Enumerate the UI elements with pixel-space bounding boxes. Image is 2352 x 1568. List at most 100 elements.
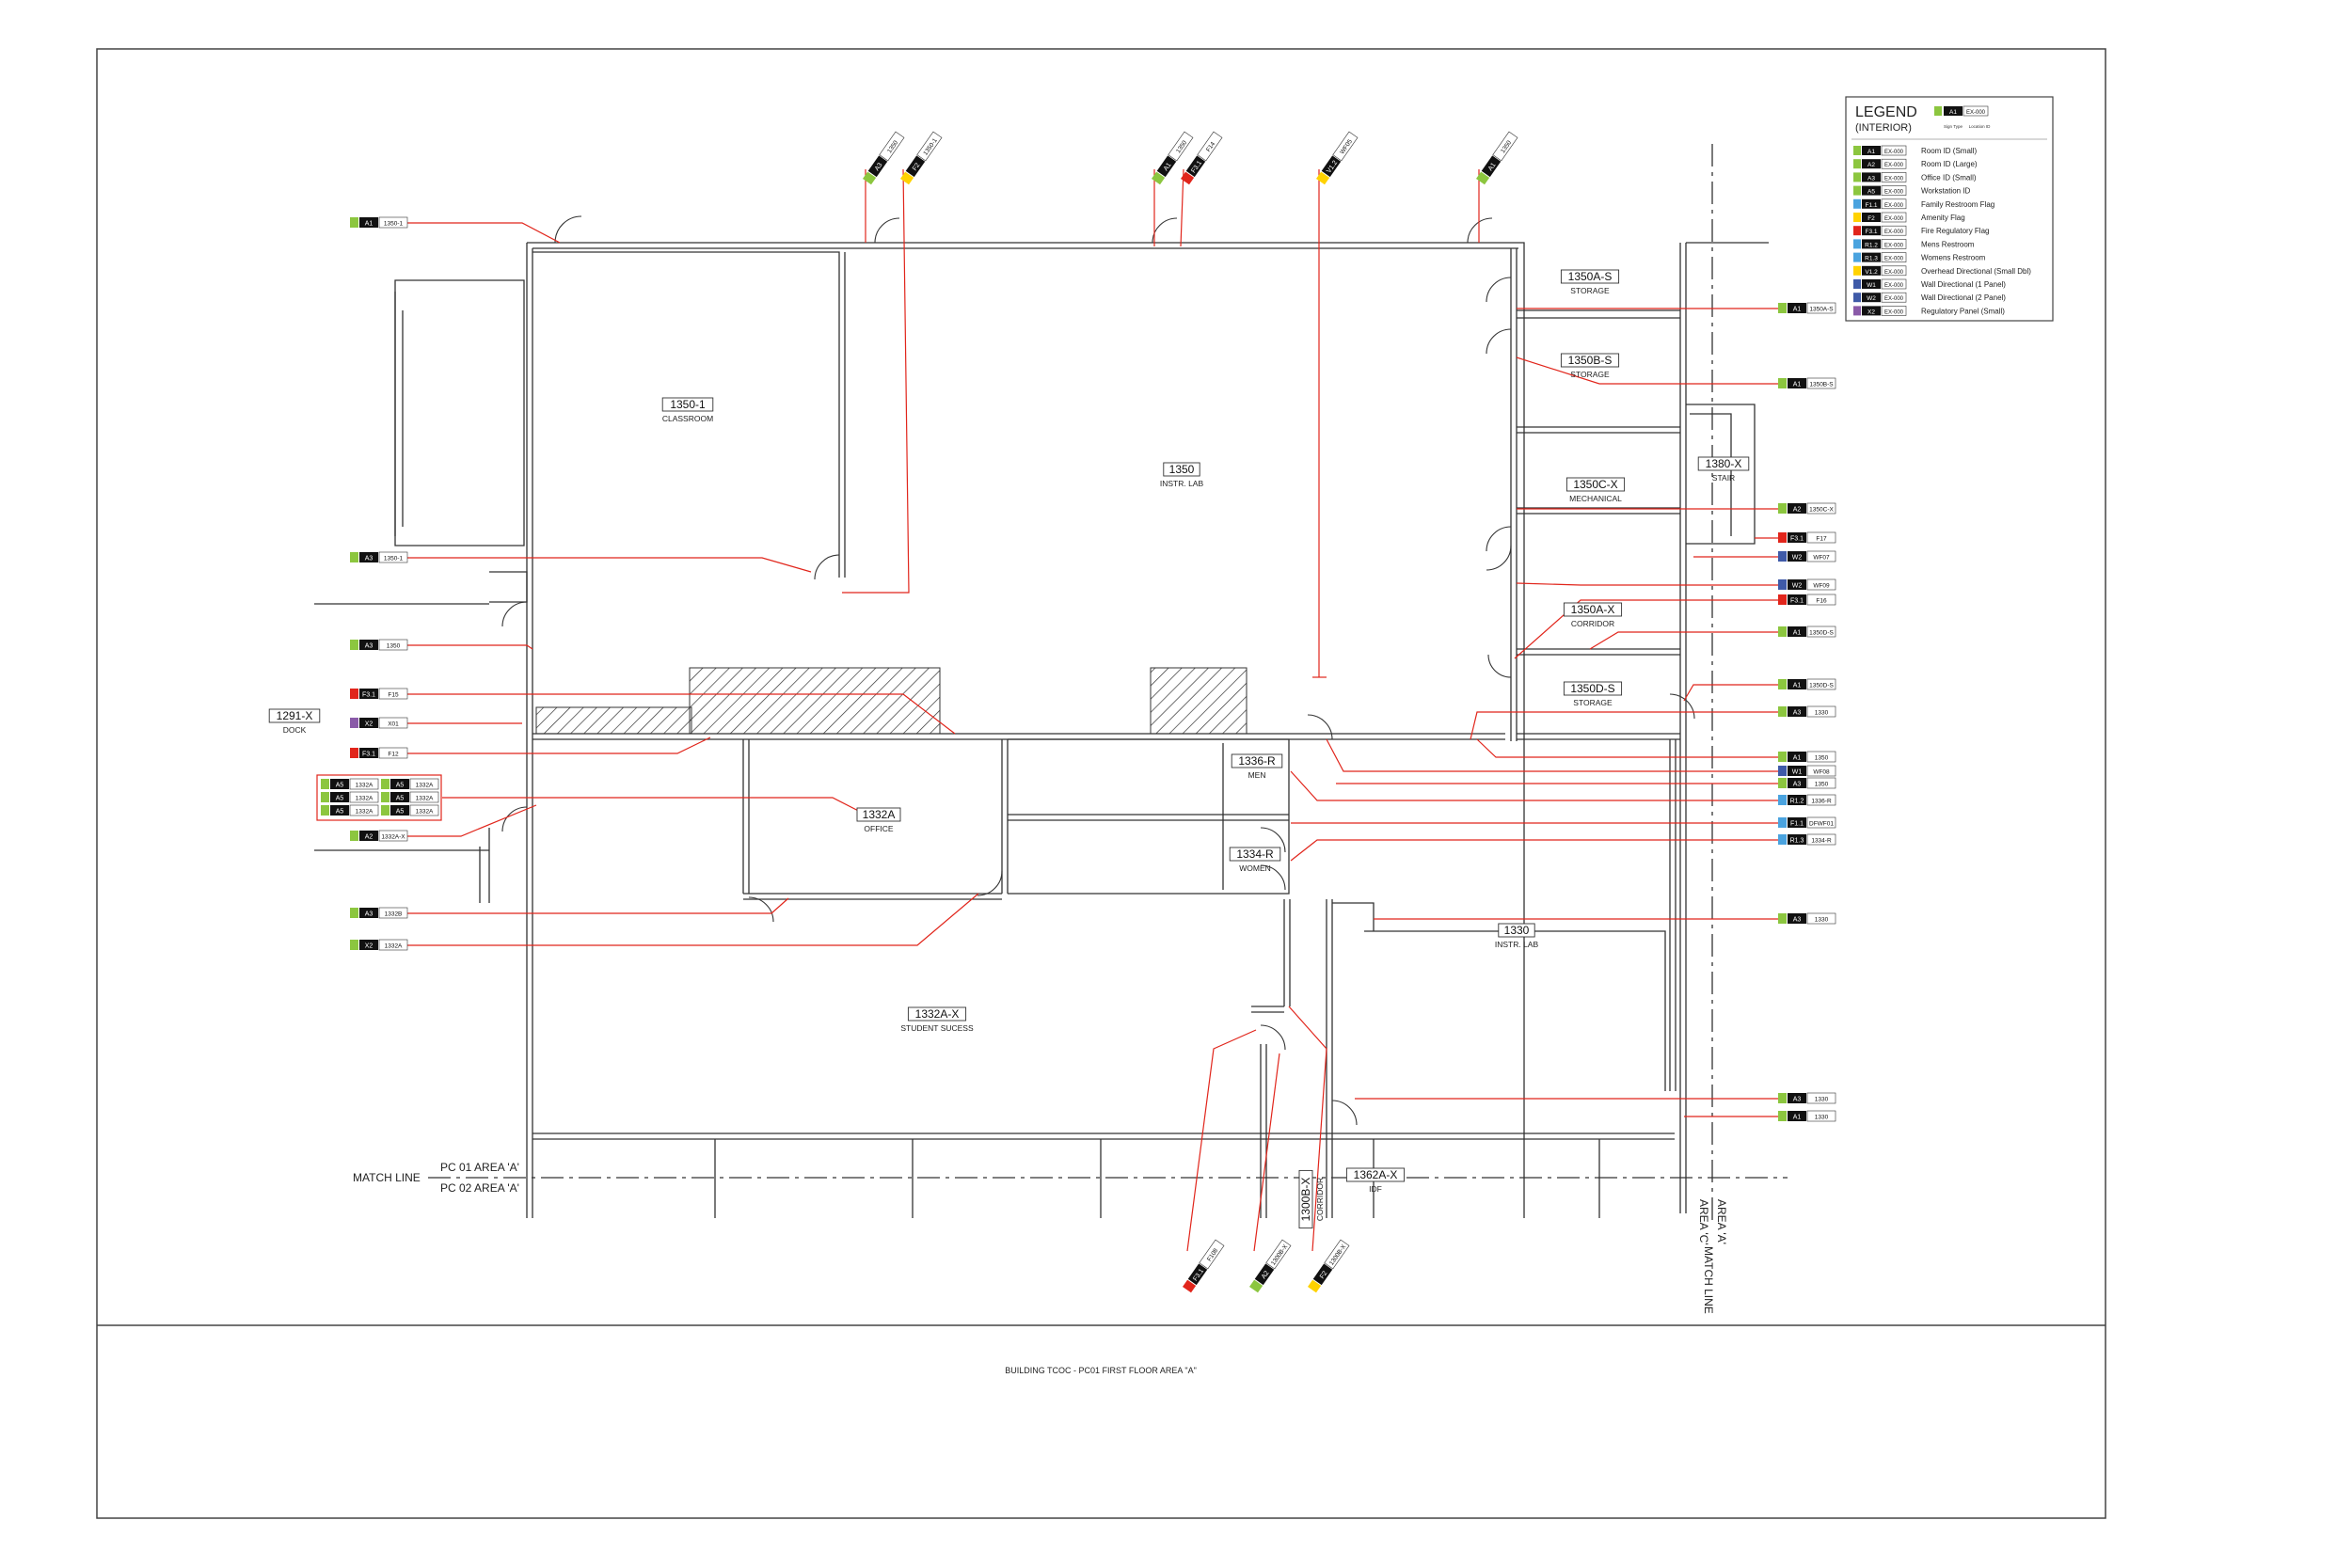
tag-swatch bbox=[1308, 1279, 1322, 1293]
tag-code-bg bbox=[1788, 817, 1806, 828]
tag-code: A1 bbox=[1793, 1115, 1802, 1121]
legend-code: W2 bbox=[1867, 295, 1876, 302]
legend-code: F3.1 bbox=[1865, 229, 1877, 235]
legend-desc: Wall Directional (1 Panel) bbox=[1921, 280, 2006, 289]
tag-id-bg bbox=[1332, 131, 1359, 162]
legend-desc: Overhead Directional (Small Dbl) bbox=[1921, 267, 2031, 276]
legend-id: EX-000 bbox=[1884, 283, 1904, 289]
tag-id-bg bbox=[1265, 1239, 1292, 1270]
tag-swatch bbox=[381, 779, 389, 789]
tag-code: A5 bbox=[396, 809, 405, 816]
tag-code: A1 bbox=[1793, 755, 1802, 762]
tag-id-bg bbox=[378, 939, 408, 951]
tag-code: A1 bbox=[1793, 307, 1802, 313]
legend-code: W1 bbox=[1867, 282, 1876, 289]
legend-swatch bbox=[1853, 265, 1861, 276]
tag-id-bg bbox=[1806, 816, 1836, 829]
room-number-box bbox=[1498, 923, 1535, 938]
tag-code: A3 bbox=[1793, 710, 1802, 717]
legend-id: EX-000 bbox=[1884, 270, 1904, 276]
tag-swatch bbox=[381, 792, 389, 802]
tag-code-bg bbox=[1788, 1093, 1806, 1103]
legend-code: A2 bbox=[1867, 162, 1875, 168]
tag-id: X01 bbox=[388, 721, 399, 728]
tag-swatch bbox=[1152, 171, 1166, 185]
tag-id-bg bbox=[1168, 131, 1194, 162]
tag-code: A3 bbox=[1793, 1097, 1802, 1103]
legend-code: A1 bbox=[1867, 149, 1875, 155]
area-match-line-3: MATCH LINE bbox=[1702, 1246, 1715, 1314]
tag-id: 1334-R bbox=[1811, 838, 1832, 845]
legend-id: EX-000 bbox=[1884, 203, 1904, 209]
room-number: 1350B-S bbox=[1568, 354, 1613, 367]
tag-swatch bbox=[350, 831, 358, 841]
legend-code: F1.1 bbox=[1865, 202, 1877, 209]
tag-code-bg bbox=[359, 908, 378, 918]
tag-code: A5 bbox=[396, 796, 405, 802]
room-number-box bbox=[1697, 456, 1750, 471]
tag-code: A3 bbox=[365, 911, 373, 918]
tag-swatch bbox=[1778, 766, 1787, 776]
tag-code: A3 bbox=[365, 556, 373, 562]
tag-id-bg bbox=[1806, 578, 1836, 591]
tag-id-bg bbox=[1806, 502, 1836, 515]
tag-id: WF08 bbox=[1813, 769, 1830, 776]
tag-id-bg bbox=[378, 216, 408, 229]
tag-swatch bbox=[1778, 1111, 1787, 1121]
tag-id: 1350A-S bbox=[1809, 307, 1834, 313]
tag-swatch bbox=[1778, 503, 1787, 514]
tag-id: 1332A bbox=[416, 796, 434, 802]
tag-code: R1.2 bbox=[1790, 799, 1804, 805]
tag-code-bg bbox=[359, 552, 378, 562]
legend-id-bg bbox=[1881, 306, 1907, 316]
tag-code-bg bbox=[390, 805, 409, 816]
tag-code-bg bbox=[390, 792, 409, 802]
legend-code: A3 bbox=[1867, 175, 1875, 182]
tag-code-bg bbox=[1788, 503, 1806, 514]
tag-id: 1330 bbox=[1815, 1115, 1829, 1121]
tag-swatch bbox=[350, 718, 358, 728]
legend-swatch bbox=[1853, 185, 1861, 196]
legend-id-bg bbox=[1881, 198, 1907, 210]
room-number-box bbox=[1560, 269, 1620, 284]
tag-code-bg bbox=[330, 792, 349, 802]
tag-swatch bbox=[1778, 778, 1787, 788]
tag-swatch bbox=[321, 805, 329, 816]
room-number-box bbox=[1560, 353, 1620, 368]
tag-code-bg bbox=[359, 748, 378, 758]
legend-sample-id-bg bbox=[1963, 105, 1989, 117]
tag-id-bg bbox=[1199, 1239, 1225, 1270]
tag-code-bg bbox=[330, 779, 349, 789]
tag-code: A1 bbox=[1793, 683, 1802, 689]
tag-id: 1350B-S bbox=[1809, 382, 1834, 388]
tag-code: A1 bbox=[365, 221, 373, 228]
tag-code-bg bbox=[1312, 1263, 1333, 1286]
tag-id-bg bbox=[1806, 626, 1836, 638]
tag-id-bg bbox=[1806, 777, 1836, 789]
tag-code-bg bbox=[1156, 155, 1177, 178]
tag-id: 1332A bbox=[356, 809, 373, 816]
room-name: INSTR. LAB bbox=[1495, 940, 1539, 949]
room-number: 1350C-X bbox=[1573, 478, 1617, 491]
room-number: 1291-X bbox=[277, 709, 313, 722]
tag-id-bg bbox=[1197, 131, 1223, 162]
legend-sample-caption-loc: Location ID bbox=[1969, 124, 1992, 129]
room-number: 1350D-S bbox=[1570, 682, 1614, 695]
